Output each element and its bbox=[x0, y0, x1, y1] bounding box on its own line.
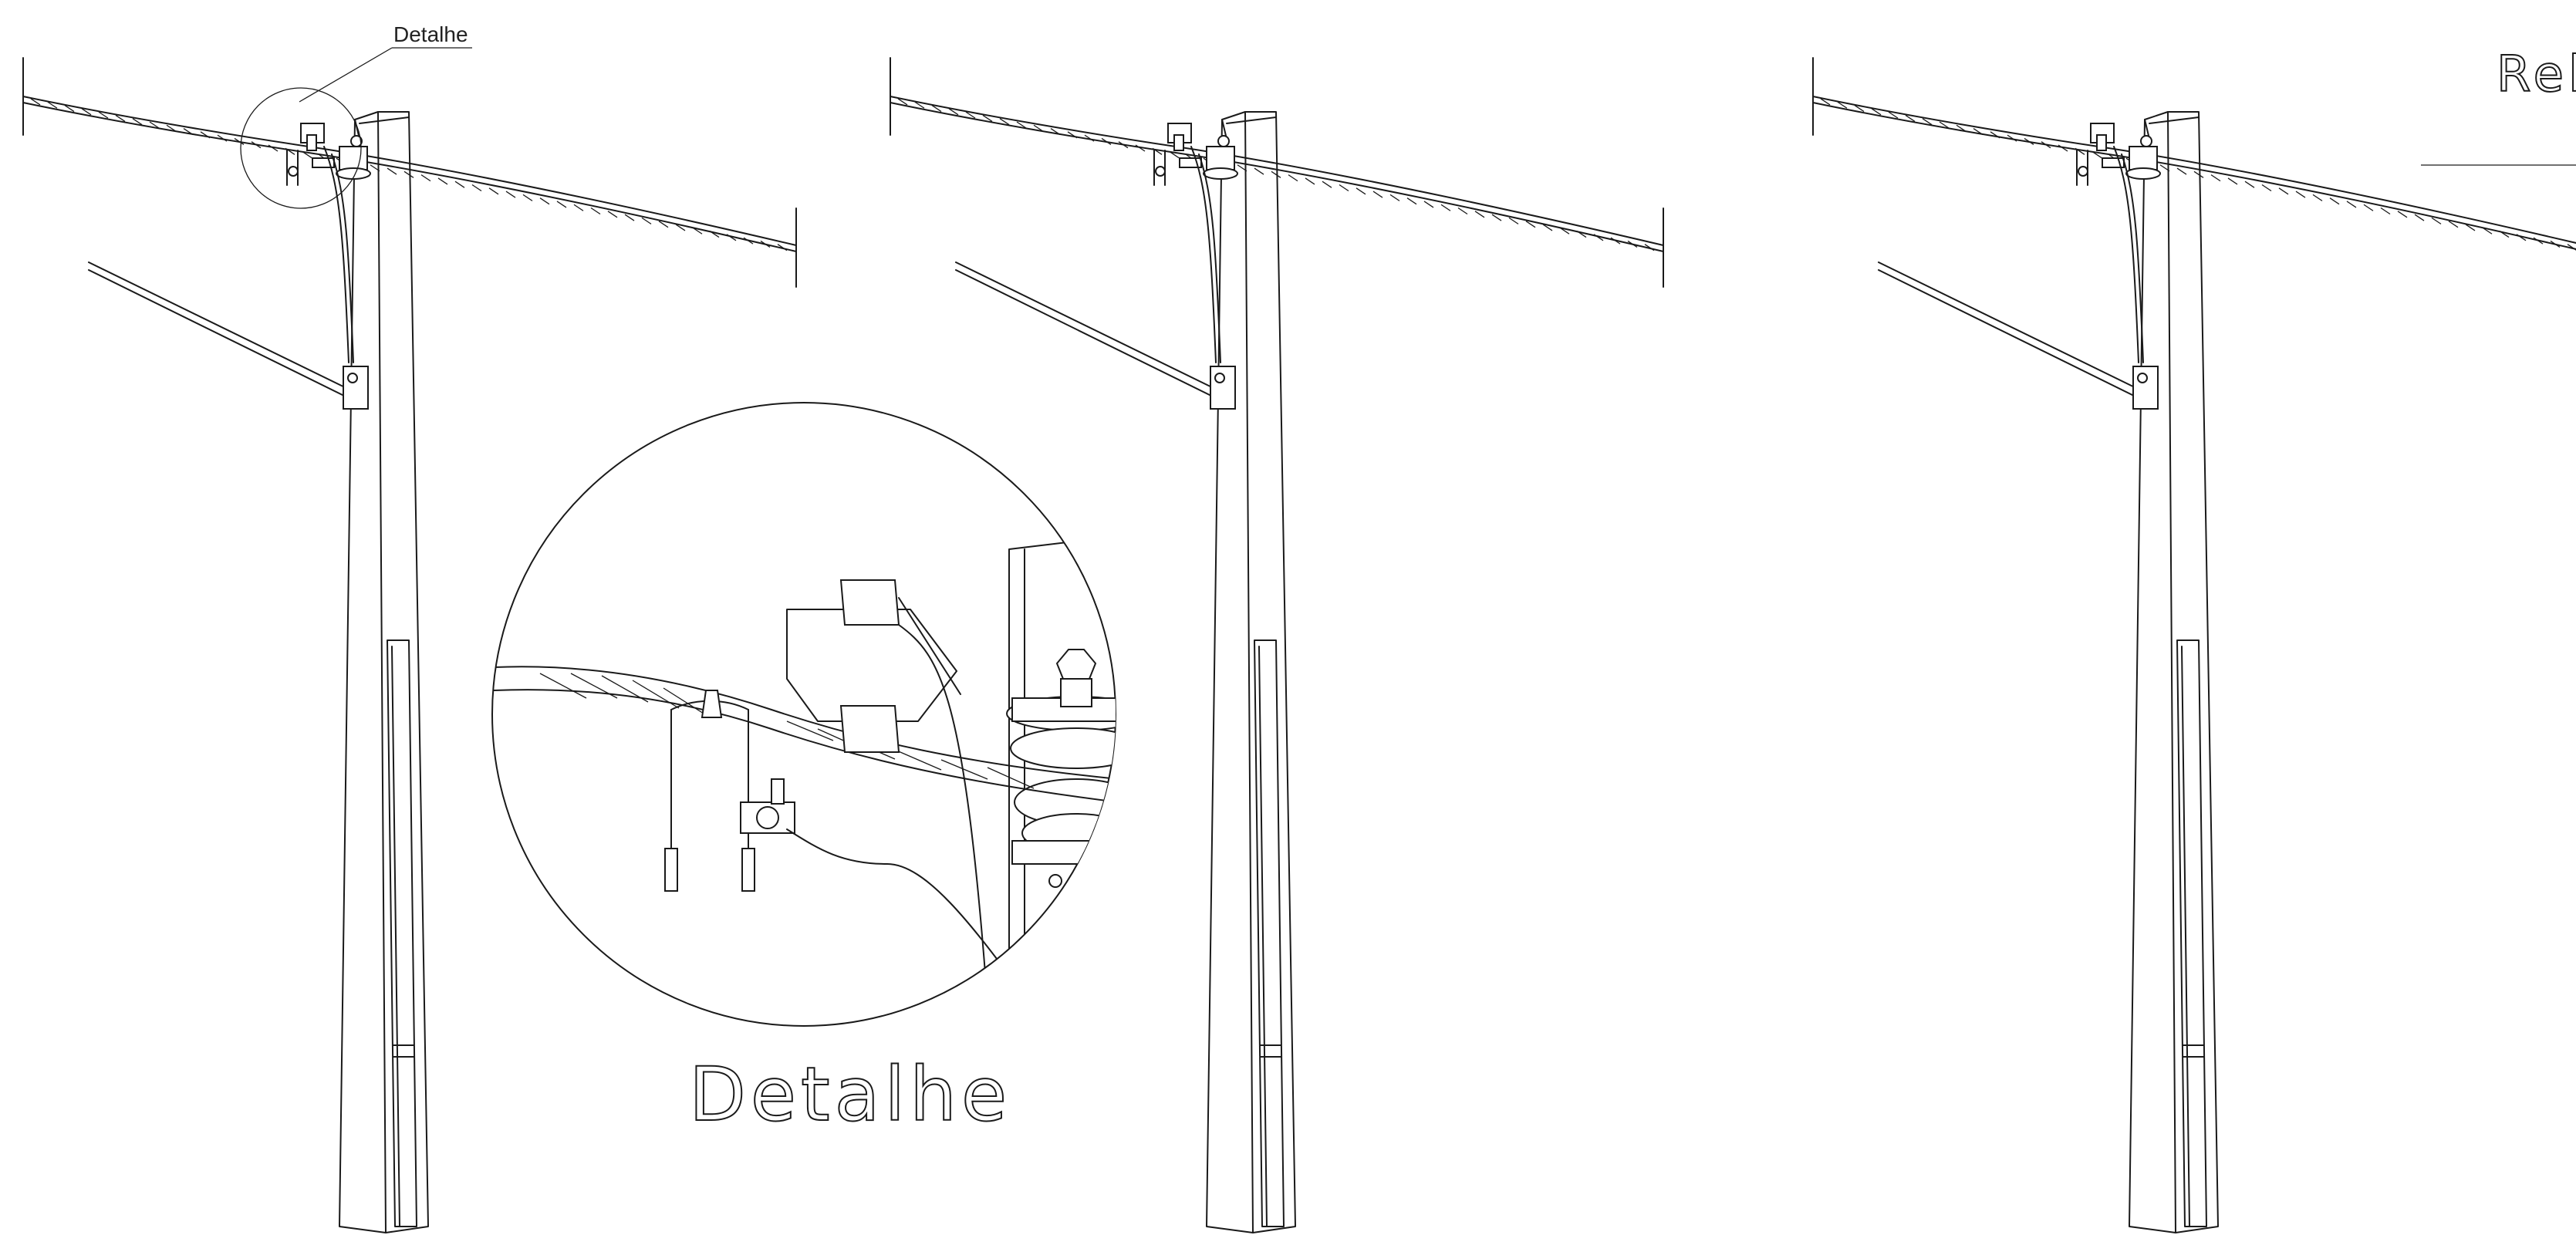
concrete-pole bbox=[1206, 111, 1296, 1233]
cut-off-text: Rel bbox=[2497, 46, 2576, 103]
detail-view: Detalhe bbox=[491, 402, 1116, 1139]
panel-middle bbox=[890, 57, 1664, 1233]
detail-callout-label: Detalhe bbox=[393, 22, 468, 46]
pole-panels bbox=[22, 57, 2576, 1233]
pole-top-hardware bbox=[2076, 123, 2161, 363]
panel-left bbox=[22, 57, 797, 1233]
pole-top-hardware bbox=[1153, 123, 1238, 363]
detail-title: Detalhe bbox=[689, 1051, 1011, 1138]
concrete-pole bbox=[2129, 111, 2219, 1233]
detail-callout: Detalhe bbox=[240, 22, 472, 209]
pole-top-hardware bbox=[286, 123, 371, 363]
secondary-line bbox=[88, 262, 369, 410]
concrete-pole bbox=[339, 111, 429, 1233]
panel-right bbox=[1812, 57, 2576, 1233]
twisted-cable bbox=[1812, 57, 2576, 251]
secondary-line bbox=[1878, 262, 2159, 410]
cut-off-heading: Rel bbox=[2421, 46, 2576, 166]
secondary-line bbox=[955, 262, 1236, 410]
twisted-cable bbox=[22, 57, 797, 288]
